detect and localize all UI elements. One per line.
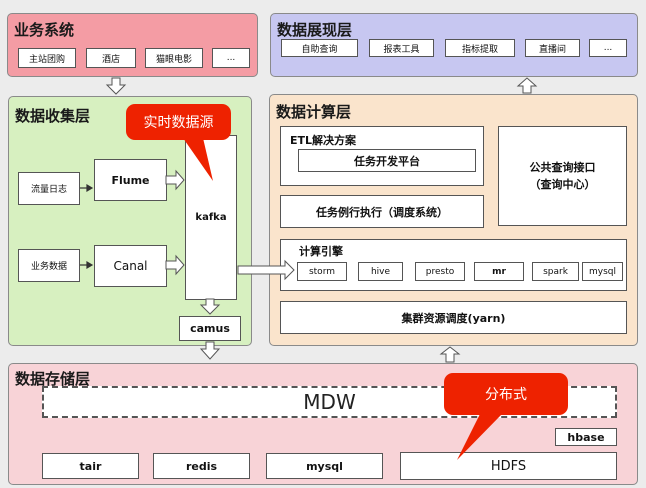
- display-item-metric: 指标提取: [445, 39, 515, 57]
- etl-container: ETL解决方案 任务开发平台: [280, 126, 484, 186]
- task-platform-box: 任务开发平台: [298, 149, 476, 172]
- business-item-main: 主站团购: [18, 48, 76, 68]
- compute-layer: 数据计算层 ETL解决方案 任务开发平台 任务例行执行（调度系统） 公共查询接口…: [269, 94, 638, 346]
- display-layer: 数据展现层 自助查询 报表工具 指标提取 直播间 ...: [270, 13, 638, 77]
- collect-layer-title: 数据收集层: [15, 107, 91, 125]
- flume-box: Flume: [94, 159, 167, 201]
- redis-box: redis: [153, 453, 250, 479]
- distributed-callout: 分布式: [444, 373, 568, 415]
- business-item-more: ...: [212, 48, 250, 68]
- routine-exec-box: 任务例行执行（调度系统）: [280, 195, 484, 228]
- engine-mr: mr: [474, 262, 524, 281]
- query-center-line1: 公共查询接口: [529, 161, 596, 174]
- engine-presto: presto: [415, 262, 465, 281]
- etl-title: ETL解决方案: [290, 134, 357, 147]
- engine-mysql: mysql: [582, 262, 623, 281]
- query-center-box: 公共查询接口 （查询中心）: [498, 126, 627, 226]
- display-item-live: 直播间: [525, 39, 580, 57]
- camus-box: camus: [179, 316, 241, 341]
- business-item-hotel: 酒店: [86, 48, 136, 68]
- yarn-box: 集群资源调度(yarn): [280, 301, 627, 334]
- distributed-callout-tail: [457, 414, 502, 460]
- arrow-storage-to-compute: [439, 346, 461, 363]
- arrow-kafka-to-camus: [199, 298, 221, 315]
- display-layer-title: 数据展现层: [277, 21, 353, 39]
- storage-layer-title: 数据存储层: [15, 370, 91, 388]
- biz-source-box: 业务数据: [18, 249, 80, 282]
- engine-hive: hive: [358, 262, 403, 281]
- engine-title: 计算引擎: [299, 245, 343, 258]
- compute-layer-title: 数据计算层: [276, 103, 352, 121]
- arrow-collect-to-storage: [199, 341, 221, 360]
- business-layer: 业务系统 主站团购 酒店 猫眼电影 ...: [7, 13, 258, 77]
- storage-layer: 数据存储层 MDW hbase tair redis mysql HDFS: [8, 363, 638, 485]
- business-item-movie: 猫眼电影: [145, 48, 203, 68]
- realtime-callout: 实时数据源: [126, 104, 231, 140]
- arrow-kafka-to-engine: [237, 259, 295, 281]
- display-item-self-query: 自助查询: [281, 39, 358, 57]
- hbase-box: hbase: [555, 428, 617, 446]
- display-item-more: ...: [589, 39, 627, 57]
- business-layer-title: 业务系统: [14, 21, 75, 39]
- kafka-box: kafka: [185, 135, 237, 300]
- mysql-box: mysql: [266, 453, 383, 479]
- mdw-label: MDW: [303, 390, 356, 414]
- query-center-line2: （查询中心）: [529, 178, 596, 191]
- display-item-report: 报表工具: [369, 39, 434, 57]
- arrow-canal-to-kafka: [165, 254, 185, 276]
- hdfs-box: HDFS: [400, 452, 617, 480]
- arrow-flume-to-kafka: [165, 169, 185, 191]
- tair-box: tair: [42, 453, 139, 479]
- engine-storm: storm: [297, 262, 347, 281]
- engine-container: 计算引擎 storm hive presto mr spark mysql: [280, 239, 627, 291]
- engine-spark: spark: [532, 262, 579, 281]
- arrow-compute-to-display: [516, 77, 538, 94]
- realtime-callout-tail: [183, 138, 213, 181]
- arrow-business-to-collect: [105, 77, 127, 95]
- canal-box: Canal: [94, 245, 167, 287]
- log-source-box: 流量日志: [18, 172, 80, 205]
